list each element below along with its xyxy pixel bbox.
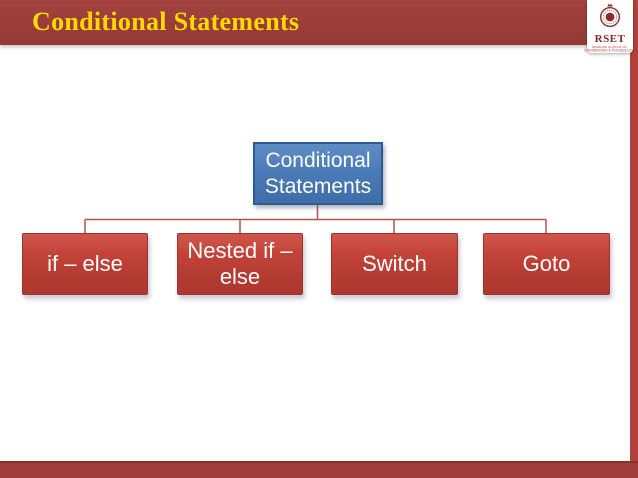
node-label: Goto [522,251,571,276]
diagram-node-if-else: if – else [22,233,148,295]
diagram-node-goto: Goto [483,233,610,295]
footer-bar [0,461,638,478]
logo-acronym: RSET [594,33,626,45]
node-label: if – else [47,251,123,276]
slide-title: Conditional Statements [32,7,300,36]
diagram-root-node-conditional-statements: Conditional Statements [253,142,383,205]
rset-seal-icon [598,2,622,34]
diagram-node-switch: Switch [331,233,458,295]
rset-logo: RSET RAJAGIRI SCHOOL OF ENGINEERING & TE… [585,0,635,53]
logo-subtext-line1: RAJAGIRI SCHOOL OF [592,46,628,50]
diagram-node-nested-if-else: Nested if – else [177,233,303,295]
right-edge-stripe [630,0,638,478]
title-bar: Conditional Statements [0,0,638,45]
node-label: Nested if – else [187,238,293,289]
logo-subtext-line2: ENGINEERING & TECHNOLOGY [584,49,636,53]
node-label: Switch [362,251,427,276]
logo-subtext: RAJAGIRI SCHOOL OF ENGINEERING & TECHNOL… [585,46,635,53]
root-node-label: Conditional Statements [264,148,372,198]
